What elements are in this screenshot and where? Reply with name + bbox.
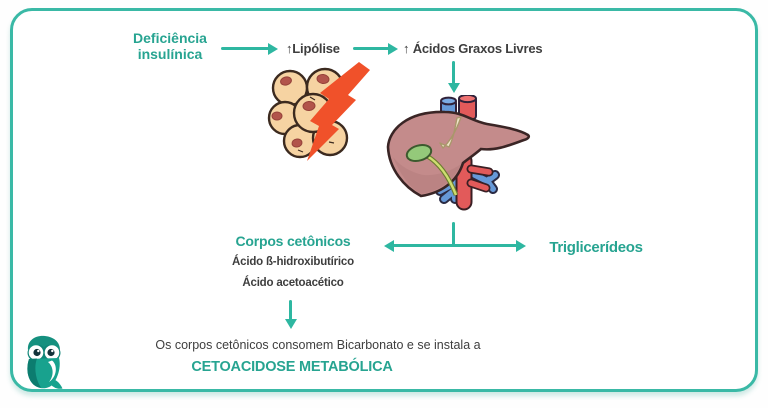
ketone-bodies-label: Corpos cetônicos <box>235 233 351 249</box>
arrow-split-ketones-triglycerides <box>393 244 517 248</box>
arrow-down-to-conclusion <box>289 300 293 320</box>
diagram-card <box>10 8 758 392</box>
insulin-deficiency-label: Deficiência insulínica <box>133 30 207 62</box>
bicarbonate-note: Os corpos cetônicos consomem Bicarbonato… <box>155 338 481 352</box>
arrow-right-to-fatty-acids <box>353 47 389 51</box>
acetoacetic-acid-label: Ácido acetoacético <box>242 277 344 289</box>
lightning-bolt-icon <box>307 62 370 161</box>
owl-logo <box>27 335 63 389</box>
arrow-right-to-lipolysis <box>221 47 269 51</box>
free-fatty-acids-label: ↑ Ácidos Graxos Livres <box>403 41 543 56</box>
triglycerides-label: Triglicerídeos <box>549 239 643 256</box>
liver-output-line <box>452 222 456 247</box>
arrow-down-to-liver <box>452 61 456 84</box>
liver-illustration <box>386 95 531 211</box>
metabolic-ketoacidosis-label: CETOACIDOSE METABÓLICA <box>191 359 393 375</box>
fat-cells-illustration <box>267 62 370 161</box>
lipolysis-label: ↑Lipólise <box>286 41 340 56</box>
beta-hydroxybutyric-acid-label: Ácido ß-hidroxibutírico <box>232 256 354 268</box>
